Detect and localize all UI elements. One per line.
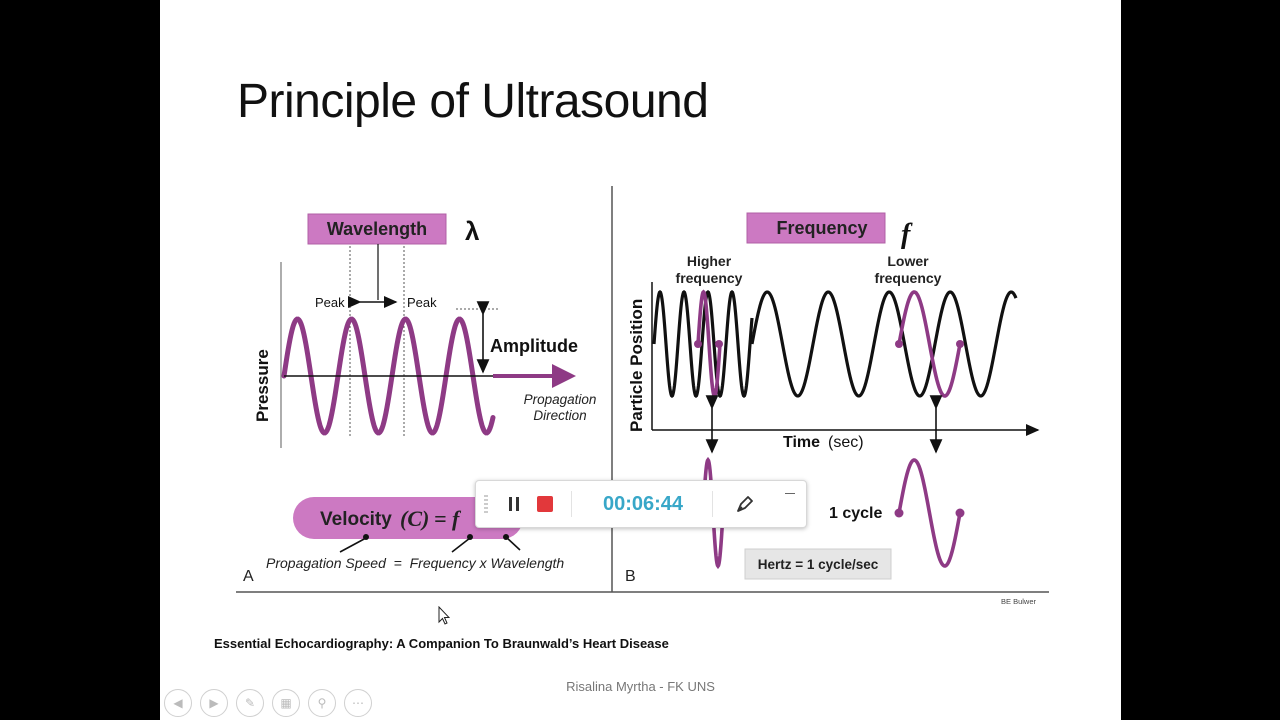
velocity-caption: Propagation Speed = Frequency x Waveleng… <box>266 555 564 571</box>
next-icon[interactable]: ▶ <box>200 689 228 717</box>
low-frequency-wave <box>750 290 1018 398</box>
hertz-box <box>744 548 892 580</box>
velocity-label: Velocity <box>320 509 392 530</box>
wavelength-label: Wavelength <box>327 219 427 239</box>
slide-title: Principle of Ultrasound <box>237 75 709 128</box>
screen-recorder-toolbar: 00:06:44 <box>475 480 807 528</box>
pause-icon[interactable] <box>504 493 524 515</box>
slides-icon[interactable]: ▦ <box>272 689 300 717</box>
stop-icon[interactable] <box>537 496 553 512</box>
velocity-formula-c: (C) <box>400 506 429 531</box>
frequency-badge <box>746 212 886 244</box>
velocity-formula-eq: = f <box>434 506 462 531</box>
time-axis-unit: (sec) <box>828 434 864 451</box>
propagation-label-1: Propagation <box>524 392 597 407</box>
frequency-symbol: f <box>901 219 913 250</box>
peak-left-label: Peak <box>315 295 345 310</box>
previous-icon[interactable]: ◀ <box>164 689 192 717</box>
ultrasound-figure: Wavelength λ Pressure Peak Peak Amplitud… <box>236 186 1049 606</box>
panel-a-letter: A <box>243 568 254 585</box>
panel-b-letter: B <box>625 568 636 585</box>
low-frequency-cycle <box>897 290 962 398</box>
minimize-icon[interactable] <box>785 485 797 499</box>
hertz-label: Hertz = 1 cycle/sec <box>758 557 879 572</box>
pen-icon[interactable]: ✎ <box>236 689 264 717</box>
pressure-axis-label: Pressure <box>253 349 272 422</box>
higher-label-2: frequency <box>676 270 743 286</box>
drag-handle[interactable] <box>484 495 488 513</box>
higher-label-1: Higher <box>687 253 732 269</box>
slide-footer: Risalina Myrtha - FK UNS <box>566 679 715 694</box>
more-icon[interactable]: ⋯ <box>344 689 372 717</box>
time-axis-label: Time <box>783 434 820 451</box>
velocity-badge <box>293 497 523 539</box>
high-frequency-cycle <box>696 289 722 399</box>
lower-label-1: Lower <box>887 253 929 269</box>
propagation-label-2: Direction <box>533 408 586 423</box>
wavelength-badge <box>307 213 447 245</box>
zoom-icon[interactable]: ⚲ <box>308 689 336 717</box>
frequency-label: Frequency <box>776 218 867 238</box>
divider <box>571 491 572 517</box>
recording-timer: 00:06:44 <box>602 493 684 515</box>
amplitude-label: Amplitude <box>490 336 578 356</box>
divider <box>712 491 713 517</box>
one-cycle <box>897 458 962 568</box>
lambda-symbol: λ <box>465 216 480 246</box>
pressure-wave <box>281 316 496 436</box>
citation: Essential Echocardiography: A Companion … <box>214 636 669 651</box>
one-cycle-label: 1 cycle <box>829 505 882 522</box>
slide: Principle of Ultrasound Wavelength λ Pre… <box>160 0 1121 720</box>
pen-icon[interactable] <box>734 493 756 515</box>
mouse-cursor-icon <box>438 606 450 625</box>
particle-position-label: Particle Position <box>627 299 646 432</box>
figure-credit: BE Bulwer <box>1001 597 1037 606</box>
lower-label-2: frequency <box>875 270 942 286</box>
peak-right-label: Peak <box>407 295 437 310</box>
high-frequency-wave <box>652 289 754 399</box>
